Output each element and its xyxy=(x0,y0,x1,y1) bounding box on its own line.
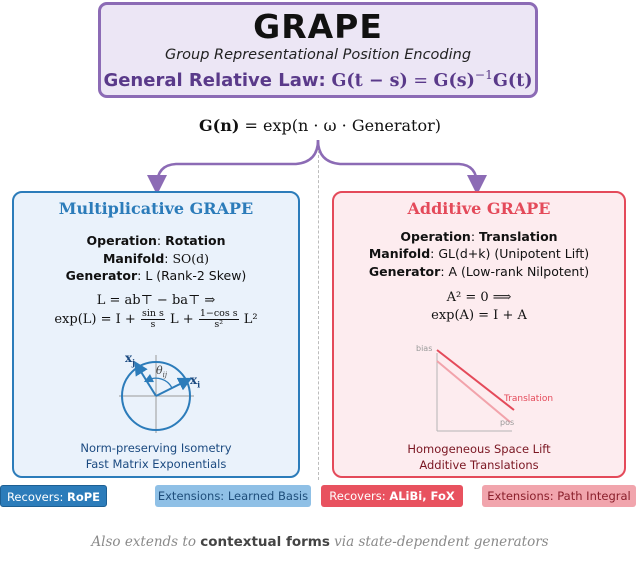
left-manifold-label: Manifold xyxy=(102,251,165,266)
translation-label: Translation xyxy=(504,394,554,404)
alibi-value: ALiBi, FoX xyxy=(389,489,455,503)
right-math-line1: A² = 0 ⟹ xyxy=(446,290,512,305)
axis-bias-label: bias xyxy=(416,344,433,353)
generator-equation: G(n) = exp(n · ω · Generator) xyxy=(198,116,442,135)
badge-recovers-rope: Recovers: RoPE xyxy=(0,485,107,507)
right-manifold-row: Manifold: GL(d+k) (Unipotent Lift) xyxy=(368,246,590,261)
header-box: GRAPE Group Representational Position En… xyxy=(98,2,538,98)
brace-left-arm xyxy=(147,139,320,195)
left-generator-label: Generator xyxy=(65,268,138,283)
cos-frac-den: s² xyxy=(214,319,224,330)
law-rhs: G(s) xyxy=(433,70,475,91)
law-lhs: G(t − s) xyxy=(331,70,408,91)
translation-diagram xyxy=(436,349,515,432)
right-manifold-label: Manifold xyxy=(368,246,431,261)
left-math-line1: L = ab⊤ − ba⊤ ⇒ xyxy=(96,293,216,308)
unit-circle xyxy=(121,361,191,431)
badge-extensions-path-integral: Extensions: Path Integral xyxy=(482,485,636,507)
right-generator-row: Generator: A (Low-rank Nilpotent) xyxy=(368,264,590,279)
alibi-prefix: Recovers: xyxy=(329,489,386,503)
angle-arc xyxy=(143,373,173,389)
vector-xj xyxy=(134,361,157,397)
footer-note: Also extends to contextual forms via sta… xyxy=(0,534,640,550)
translated-line-upper xyxy=(436,360,511,423)
left-manifold-value: SO(d) xyxy=(172,251,210,266)
sin-frac-den: s xyxy=(150,319,156,330)
right-manifold-value: GL(d+k) (Unipotent Lift) xyxy=(438,246,590,261)
sin-frac-num: sin s xyxy=(140,308,165,320)
left-generator-row: Generator: L (Rank-2 Skew) xyxy=(65,268,247,283)
right-operation-value: Translation xyxy=(479,229,558,244)
multiplicative-title: Multiplicative GRAPE xyxy=(58,199,254,218)
brace-right-arm xyxy=(316,139,487,195)
rope-prefix: Recovers: xyxy=(6,490,64,504)
footer-part2: via state-dependent generators xyxy=(334,534,549,550)
vector-xi xyxy=(155,377,193,397)
left-math-part-c: L² xyxy=(243,312,258,327)
law-tail: G(t) xyxy=(492,70,533,91)
badge-extensions-learned-basis: Extensions: Learned Basis xyxy=(155,485,311,507)
cos-frac-num: 1−cos s xyxy=(198,308,239,320)
left-caption-2: Fast Matrix Exponentials xyxy=(85,457,227,471)
generator-eq-lhs: G(n) xyxy=(198,116,240,135)
additive-title: Additive GRAPE xyxy=(407,199,551,218)
label-theta-sub: ij xyxy=(162,371,168,380)
label-xi-main: x xyxy=(190,373,198,387)
right-math-line2: exp(A) = I + A xyxy=(431,308,527,323)
rotation-diagram xyxy=(119,355,194,433)
label-xj: xj xyxy=(125,351,135,367)
label-xi-sub: i xyxy=(197,379,201,390)
axis-pos-label: pos xyxy=(500,418,515,427)
right-caption-2: Additive Translations xyxy=(419,458,539,472)
page-title: GRAPE xyxy=(253,7,383,46)
multiplicative-panel: Multiplicative GRAPE Operation: Rotation… xyxy=(12,191,300,478)
left-operation-row: Operation: Rotation xyxy=(86,233,226,248)
label-theta-main: θ xyxy=(156,364,163,377)
badge-recovers-alibi: Recovers: ALiBi, FoX xyxy=(321,485,463,507)
label-theta: θij xyxy=(156,364,167,379)
right-generator-value: A (Low-rank Nilpotent) xyxy=(448,264,590,279)
generator-eq-rhs: exp(n · ω · Generator) xyxy=(263,116,442,135)
center-divider xyxy=(318,150,319,480)
page-subtitle: Group Representational Position Encoding xyxy=(164,47,472,63)
left-generator-value: L (Rank-2 Skew) xyxy=(145,268,247,283)
left-manifold-row: Manifold: SO(d) xyxy=(102,251,210,266)
left-operation-label: Operation xyxy=(86,233,157,248)
left-operation-value: Rotation xyxy=(165,233,226,248)
left-caption-1: Norm-preserving Isometry xyxy=(80,441,232,455)
additive-panel: Additive GRAPE Operation: Translation Ma… xyxy=(332,191,626,478)
left-math-part-a: exp(L) = I + xyxy=(54,312,136,327)
left-math-part-b: L + xyxy=(170,312,194,327)
footer-bold: contextual forms xyxy=(200,534,330,550)
base-line xyxy=(436,349,515,411)
right-operation-label: Operation xyxy=(400,229,471,244)
right-generator-label: Generator xyxy=(368,264,441,279)
right-caption-1: Homogeneous Space Lift xyxy=(407,442,551,456)
footer-part1: Also extends to xyxy=(91,534,196,550)
right-operation-row: Operation: Translation xyxy=(400,229,558,244)
label-xj-sub: j xyxy=(132,357,136,368)
relative-law-label: General Relative Law: xyxy=(103,69,326,91)
label-xi: xi xyxy=(190,373,200,389)
relative-law-equation: G(t − s) = G(s)−1G(t) xyxy=(331,68,533,91)
rope-value: RoPE xyxy=(67,490,101,504)
relative-law: General Relative Law: G(t − s) = G(s)−1G… xyxy=(101,68,535,91)
label-xj-main: x xyxy=(125,351,133,365)
